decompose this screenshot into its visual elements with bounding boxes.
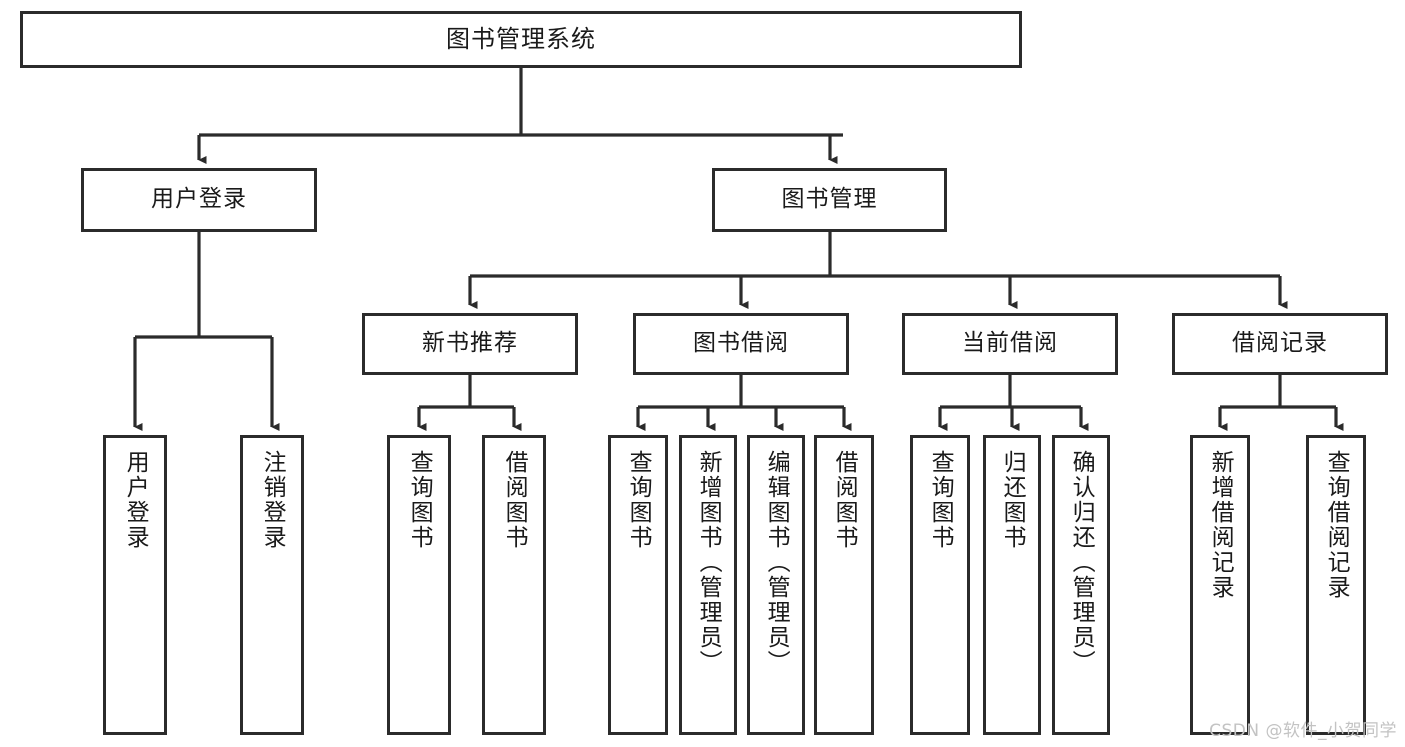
node-label: 新增借阅记录 [1207, 450, 1234, 600]
leaf-query-book-borrow[interactable]: 查询图书 [608, 435, 668, 735]
node-label: 编辑图书（管理员） [763, 450, 790, 675]
node-label: 新增图书（管理员） [695, 450, 722, 675]
node-label: 归还图书 [999, 450, 1026, 550]
node-label: 借阅图书 [501, 450, 528, 550]
leaf-user-login[interactable]: 用户登录 [103, 435, 167, 735]
node-label: 借阅图书 [831, 450, 858, 550]
node-label: 新书推荐 [422, 330, 518, 357]
node-current-borrow[interactable]: 当前借阅 [902, 313, 1118, 375]
node-label: 用户登录 [122, 450, 149, 550]
node-label: 注销登录 [259, 450, 286, 550]
leaf-add-book-admin[interactable]: 新增图书（管理员） [679, 435, 737, 735]
node-borrow-record[interactable]: 借阅记录 [1172, 313, 1388, 375]
leaf-return-book[interactable]: 归还图书 [983, 435, 1041, 735]
leaf-borrow-book[interactable]: 借阅图书 [814, 435, 874, 735]
leaf-borrow-book-recommend[interactable]: 借阅图书 [482, 435, 546, 735]
leaf-confirm-return-admin[interactable]: 确认归还（管理员） [1052, 435, 1110, 735]
node-label: 图书管理系统 [446, 25, 596, 54]
watermark: CSDN @软件_小贺同学 [1209, 721, 1397, 741]
node-label: 确认归还（管理员） [1068, 450, 1095, 675]
node-label: 用户登录 [151, 186, 247, 213]
node-label: 图书借阅 [693, 330, 789, 357]
node-new-book-recommend[interactable]: 新书推荐 [362, 313, 578, 375]
node-label: 查询图书 [406, 450, 433, 550]
leaf-logout[interactable]: 注销登录 [240, 435, 304, 735]
node-label: 查询图书 [625, 450, 652, 550]
node-root-system[interactable]: 图书管理系统 [20, 11, 1022, 68]
node-label: 当前借阅 [962, 330, 1058, 357]
node-book-borrow[interactable]: 图书借阅 [633, 313, 849, 375]
leaf-query-book-current[interactable]: 查询图书 [910, 435, 970, 735]
node-label: 图书管理 [781, 186, 878, 213]
node-book-management[interactable]: 图书管理 [712, 168, 947, 232]
node-label: 查询图书 [927, 450, 954, 550]
leaf-edit-book-admin[interactable]: 编辑图书（管理员） [747, 435, 805, 735]
node-label: 查询借阅记录 [1323, 450, 1350, 600]
leaf-add-borrow-record[interactable]: 新增借阅记录 [1190, 435, 1250, 735]
node-label: 借阅记录 [1232, 330, 1328, 357]
leaf-query-borrow-record[interactable]: 查询借阅记录 [1306, 435, 1366, 735]
node-user-login[interactable]: 用户登录 [81, 168, 317, 232]
leaf-query-book-recommend[interactable]: 查询图书 [387, 435, 451, 735]
